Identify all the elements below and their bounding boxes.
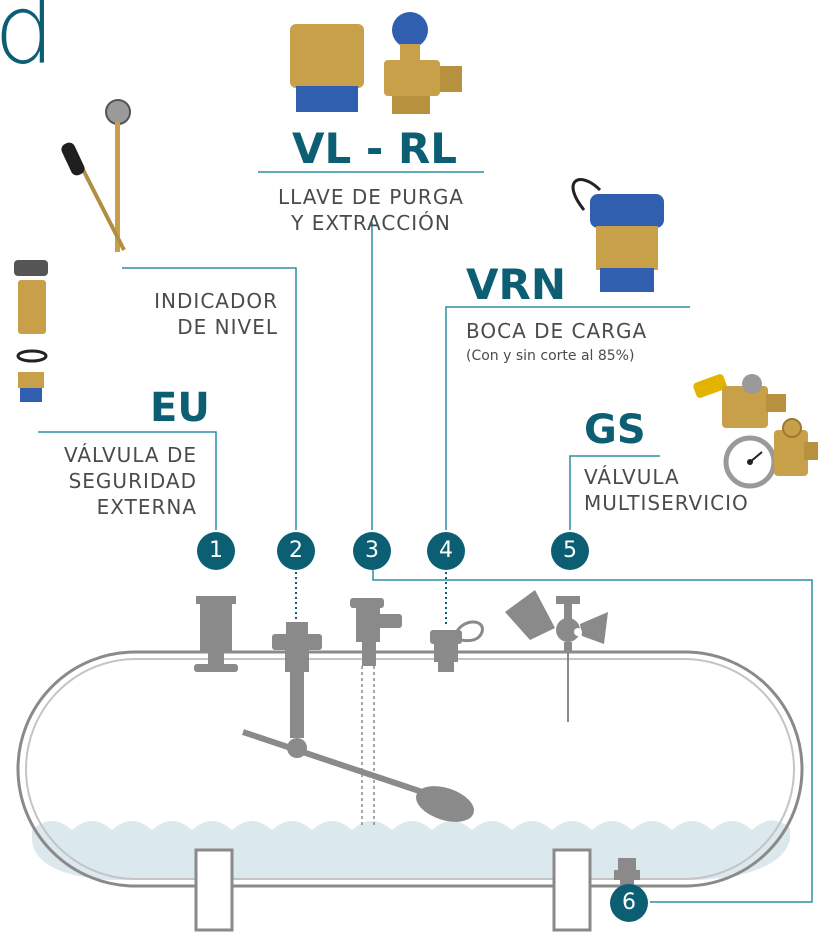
tank-support-left: [194, 848, 234, 932]
valve-description-multiservice: VÁLVULA MULTISERVICIO: [584, 464, 749, 516]
desc-line: Y EXTRACCIÓN: [291, 211, 451, 235]
filling-valve-part: [430, 620, 484, 672]
filling-valve-icon: [571, 178, 664, 292]
valve-description-level: INDICADOR DE NIVEL: [110, 288, 278, 340]
multiservice-valve-part: [505, 590, 608, 722]
level-gauge-icon: [61, 99, 131, 252]
valve-number-badge-2: 2: [277, 532, 315, 570]
tank-outline: [16, 650, 804, 888]
valve-description-filling: BOCA DE CARGA: [466, 319, 648, 343]
valve-code-eu: EU: [150, 385, 210, 431]
valve-code-vl-rl: VL - RL: [292, 124, 458, 173]
valve-code-gs: GS: [584, 407, 646, 453]
desc-line: LLAVE DE PURGA: [278, 185, 464, 209]
level-gauge-part: [242, 622, 474, 822]
purge-valve-part: [350, 598, 402, 666]
valve-number-badge-1: 1: [197, 532, 235, 570]
desc-line: MULTISERVICIO: [584, 491, 749, 515]
safety-valve-icon: [14, 260, 48, 402]
valve-number-badge-5: 5: [551, 532, 589, 570]
valve-description-eu: VÁLVULA DE SEGURIDAD EXTERNA: [30, 442, 197, 520]
multiservice-valve-icon: [693, 374, 818, 489]
liquid-level: [32, 820, 790, 880]
valve-note-filling: (Con y sin corte al 85%): [466, 348, 635, 364]
valve-number-badge-4: 4: [427, 532, 465, 570]
valve-number-badge-6: 6: [610, 884, 648, 922]
desc-line: EXTERNA: [96, 495, 197, 519]
safety-valve-part: [194, 596, 238, 672]
desc-line: VÁLVULA DE: [63, 443, 197, 467]
desc-line: INDICADOR: [154, 289, 278, 313]
desc-line: DE NIVEL: [177, 315, 278, 339]
leader-lines: [38, 222, 813, 903]
purge-valve-icon: [290, 12, 462, 114]
desc-line: VÁLVULA: [584, 465, 680, 489]
valve-description-purge: LLAVE DE PURGA Y EXTRACCIÓN: [248, 184, 494, 236]
valve-code-vrn: VRN: [466, 260, 566, 309]
tank-support-right: [552, 848, 592, 932]
desc-line: SEGURIDAD: [68, 469, 197, 493]
partial-title-letter: d: [0, 0, 55, 86]
valve-number-badge-3: 3: [353, 532, 391, 570]
